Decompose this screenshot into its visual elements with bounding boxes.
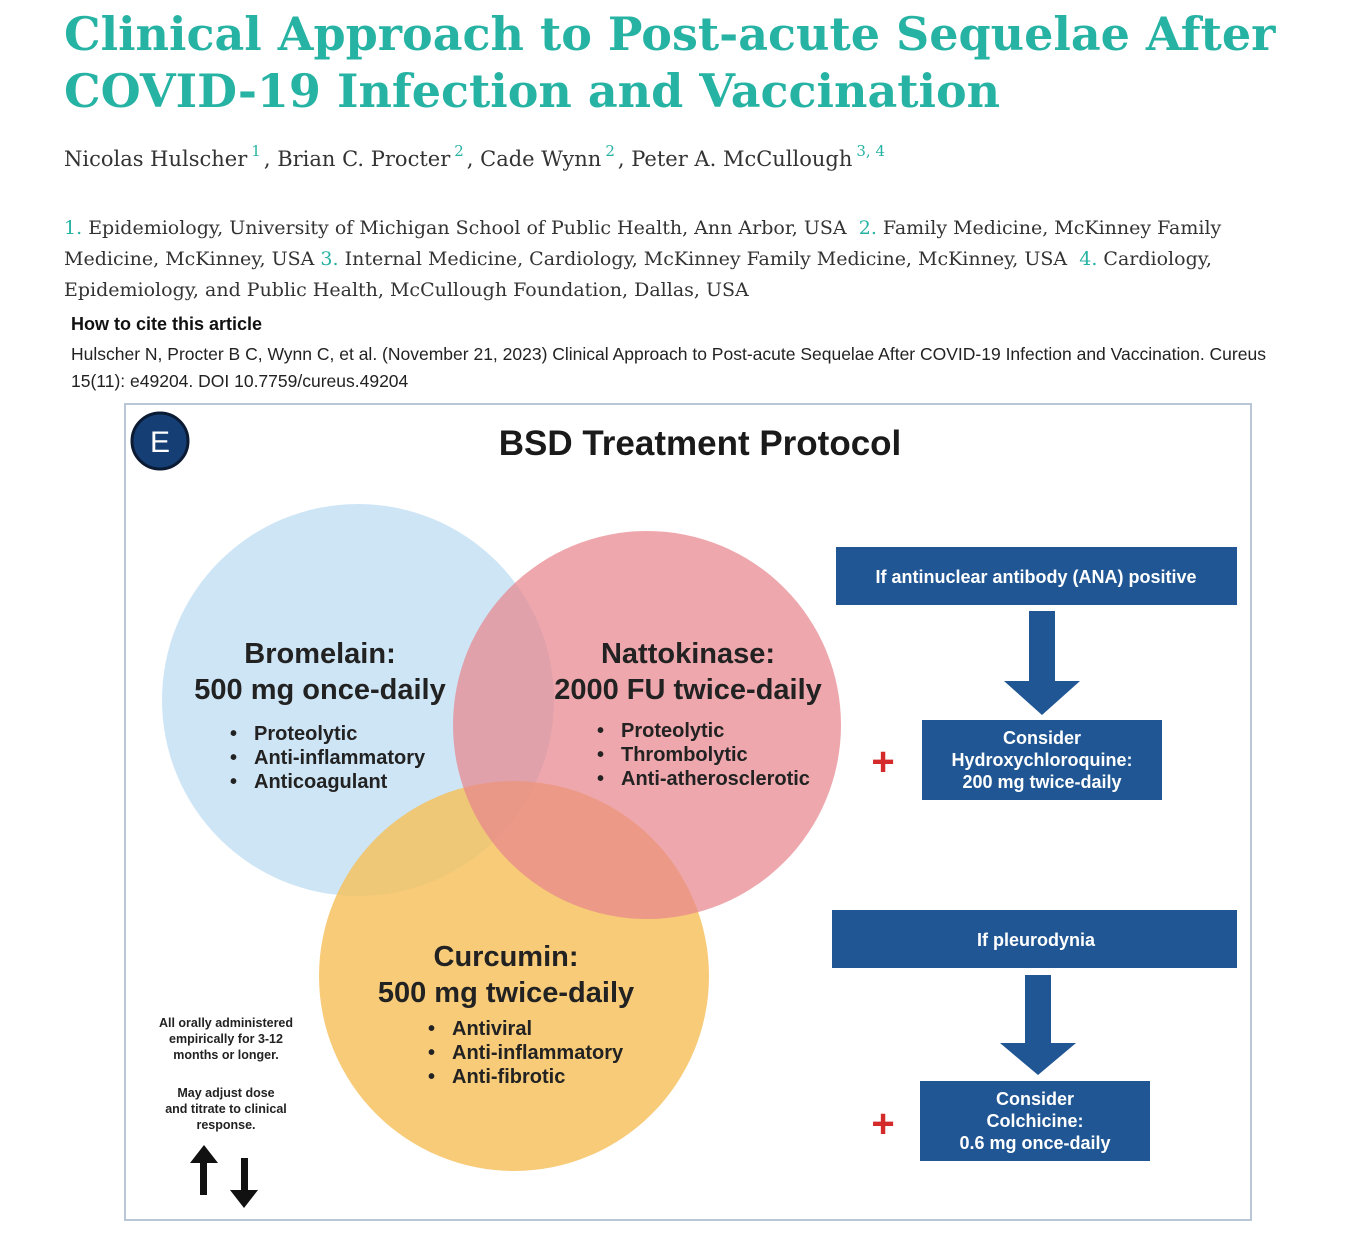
curcumin-bullet: Anti-inflammatory bbox=[452, 1042, 624, 1064]
curcumin-name: Curcumin: bbox=[434, 941, 579, 973]
hydroxychloroquine-box bbox=[922, 720, 1162, 800]
colchicine-line: 0.6 mg once-daily bbox=[959, 1133, 1110, 1153]
bullet-mark: • bbox=[428, 1018, 435, 1040]
note-line: response. bbox=[196, 1118, 255, 1132]
author-affiliation-number[interactable]: 2 bbox=[605, 142, 615, 160]
protocol-figure: E BSD Treatment Protocol Bromelain: 500 … bbox=[124, 403, 1252, 1221]
bullet-mark: • bbox=[230, 771, 237, 793]
up-down-arrows-icon bbox=[190, 1145, 258, 1208]
bullet-mark: • bbox=[597, 744, 604, 766]
bromelain-bullet: Anti-inflammatory bbox=[254, 747, 426, 769]
pleurodynia-condition-text: If pleurodynia bbox=[977, 930, 1096, 950]
affiliation-number: 2. bbox=[858, 217, 877, 239]
cite-heading: How to cite this article bbox=[71, 314, 263, 334]
down-arrow-small-icon bbox=[230, 1190, 258, 1208]
affiliation-number: 4. bbox=[1079, 248, 1098, 270]
affiliation-text: Cardiology, Epidemiology, and Public Hea… bbox=[64, 248, 1212, 301]
bullet-mark: • bbox=[597, 720, 604, 742]
citation-text: Hulscher N, Procter B C, Wynn C, et al. … bbox=[71, 344, 1266, 391]
affiliation-text: Family Medicine, McKinney Family Medicin… bbox=[64, 217, 1222, 270]
affiliation-number: 1. bbox=[64, 217, 83, 239]
nattokinase-name: Nattokinase: bbox=[601, 638, 775, 670]
figure-title: BSD Treatment Protocol bbox=[499, 424, 902, 463]
down-arrow-icon bbox=[1025, 975, 1051, 1045]
curcumin-bullet: Antiviral bbox=[452, 1018, 532, 1040]
author-name[interactable]: Cade Wynn bbox=[480, 147, 602, 171]
curcumin-bullet: Anti-fibrotic bbox=[452, 1066, 565, 1088]
hcq-line: Consider bbox=[1003, 728, 1081, 748]
author-affiliation-number[interactable]: 3, 4 bbox=[856, 142, 885, 160]
colchicine-line: Consider bbox=[996, 1089, 1074, 1109]
hcq-line: Hydroxychloroquine: bbox=[951, 750, 1132, 770]
plus-icon: + bbox=[871, 740, 894, 784]
note-line: empirically for 3-12 bbox=[169, 1032, 283, 1046]
author-affiliation-number[interactable]: 2 bbox=[454, 142, 464, 160]
colchicine-line: Colchicine: bbox=[986, 1111, 1083, 1131]
nattokinase-bullet: Proteolytic bbox=[621, 720, 724, 742]
affiliations: 1. Epidemiology, University of Michigan … bbox=[64, 213, 1289, 306]
author-affiliation-number[interactable]: 1 bbox=[251, 142, 261, 160]
protocol-diagram: E BSD Treatment Protocol Bromelain: 500 … bbox=[130, 411, 1237, 1208]
nattokinase-bullet: Thrombolytic bbox=[621, 744, 748, 766]
bullet-mark: • bbox=[230, 723, 237, 745]
bullet-mark: • bbox=[428, 1042, 435, 1064]
bromelain-dose: 500 mg once-daily bbox=[194, 674, 445, 706]
down-arrow-small-icon bbox=[241, 1158, 248, 1192]
bromelain-bullet: Anticoagulant bbox=[254, 771, 388, 793]
up-arrow-icon bbox=[200, 1161, 207, 1195]
down-arrow-icon bbox=[1004, 681, 1080, 715]
curcumin-dose: 500 mg twice-daily bbox=[378, 977, 634, 1009]
pleurodynia-condition-box bbox=[832, 910, 1237, 968]
panel-badge bbox=[130, 411, 190, 471]
bullet-mark: • bbox=[230, 747, 237, 769]
colchicine-box bbox=[920, 1081, 1150, 1161]
affiliation-number: 3. bbox=[320, 248, 339, 270]
affiliation-text: Epidemiology, University of Michigan Sch… bbox=[88, 217, 847, 239]
bullet-mark: • bbox=[428, 1066, 435, 1088]
ana-condition-text: If antinuclear antibody (ANA) positive bbox=[875, 567, 1196, 587]
author-name[interactable]: Peter A. McCullough bbox=[631, 147, 853, 171]
down-arrow-icon bbox=[1000, 1043, 1076, 1075]
nattokinase-dose: 2000 FU twice-daily bbox=[554, 674, 822, 706]
author-name[interactable]: Nicolas Hulscher bbox=[64, 147, 248, 171]
plus-icon: + bbox=[871, 1102, 894, 1146]
down-arrow-icon bbox=[1029, 611, 1055, 683]
note-line: and titrate to clinical bbox=[165, 1102, 287, 1116]
panel-letter: E bbox=[150, 426, 170, 459]
nattokinase-bullet: Anti-atherosclerotic bbox=[621, 768, 810, 790]
author-name[interactable]: Brian C. Procter bbox=[277, 147, 451, 171]
hcq-line: 200 mg twice-daily bbox=[962, 772, 1121, 792]
affiliation-text: Internal Medicine, Cardiology, McKinney … bbox=[344, 248, 1068, 270]
bullet-mark: • bbox=[597, 768, 604, 790]
nattokinase-circle bbox=[453, 531, 841, 919]
article-title: Clinical Approach to Post-acute Sequelae… bbox=[64, 7, 1276, 118]
up-arrow-icon bbox=[190, 1145, 218, 1163]
note-line: May adjust dose bbox=[177, 1086, 274, 1100]
note-line: months or longer. bbox=[173, 1048, 279, 1062]
bromelain-bullet: Proteolytic bbox=[254, 723, 357, 745]
bromelain-name: Bromelain: bbox=[244, 638, 395, 670]
note-line: All orally administered bbox=[159, 1016, 293, 1030]
ana-condition-box bbox=[836, 547, 1237, 605]
